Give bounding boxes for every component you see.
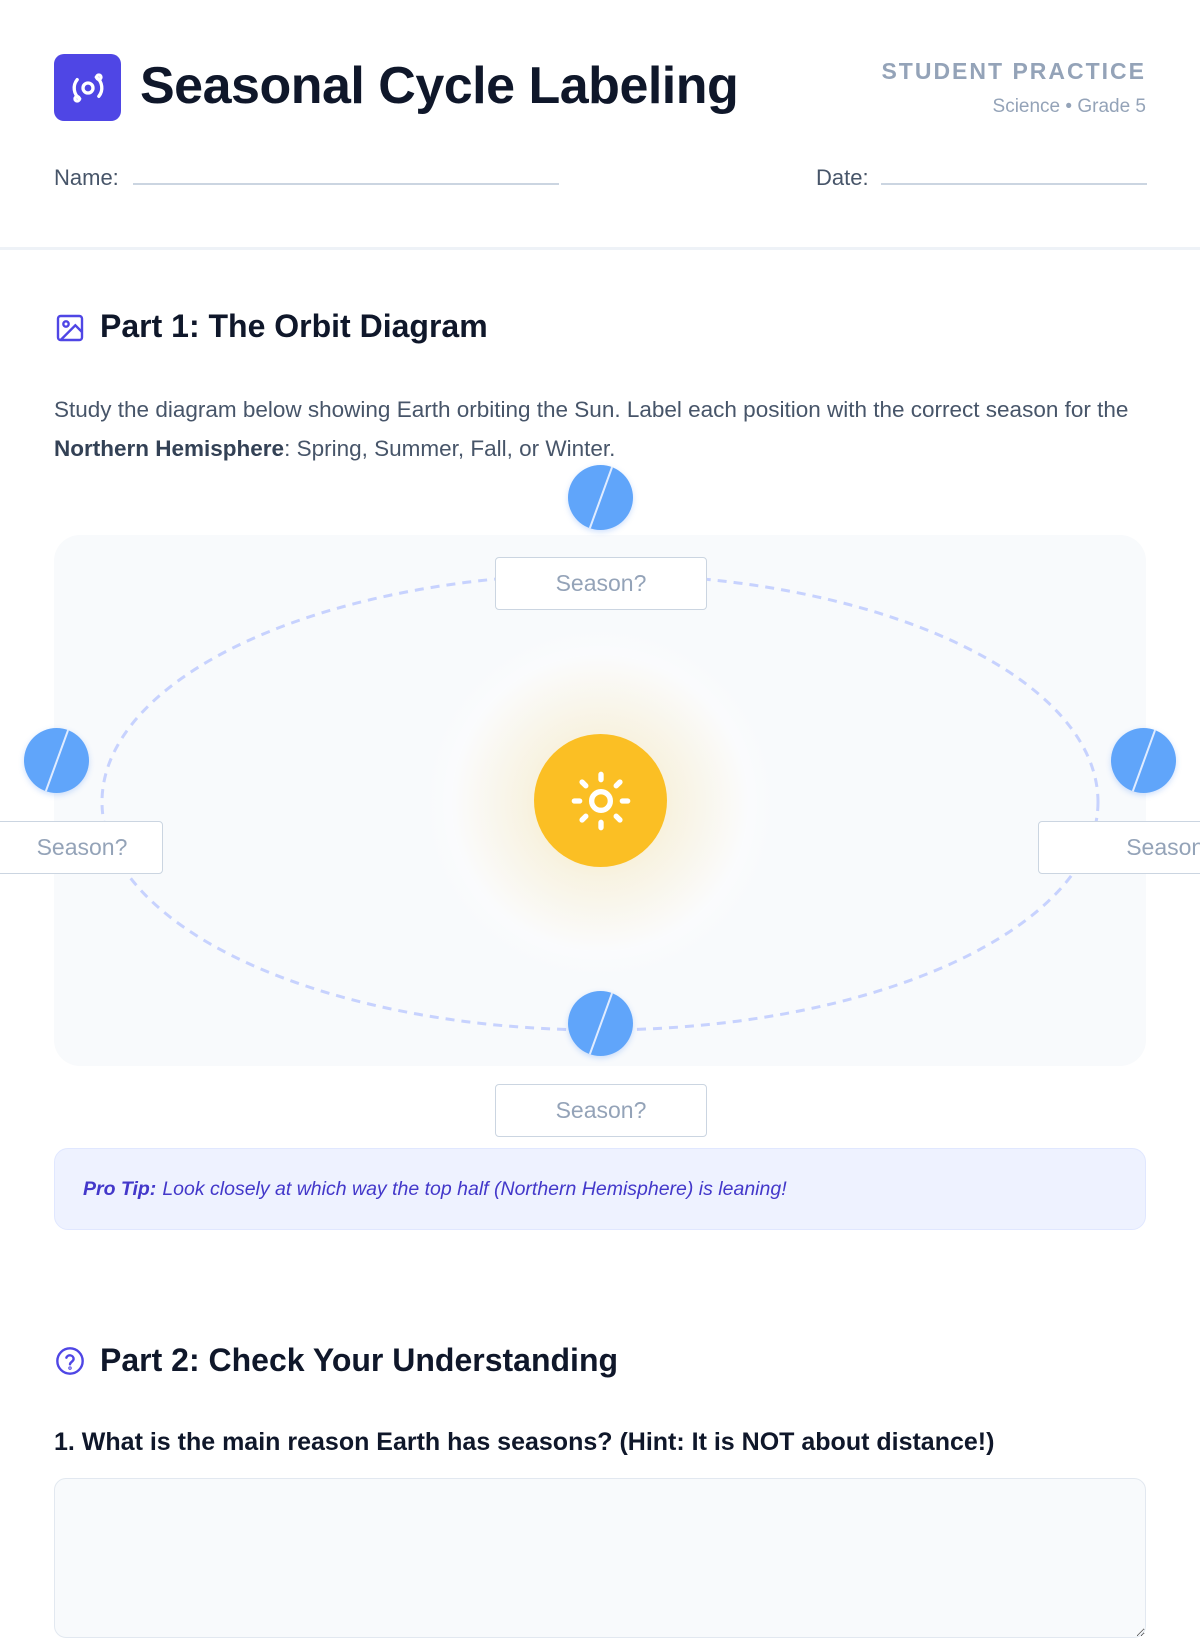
image-icon xyxy=(56,314,84,342)
date-label: Date: xyxy=(816,165,869,190)
season-input-top[interactable] xyxy=(495,557,707,610)
date-field[interactable] xyxy=(881,183,1147,185)
season-input-bottom[interactable] xyxy=(495,1084,707,1137)
sun-icon xyxy=(571,771,630,830)
earth-top xyxy=(568,465,633,530)
sun xyxy=(534,734,667,867)
help-circle-icon xyxy=(56,1347,84,1375)
name-field[interactable] xyxy=(133,183,559,185)
name-label: Name: xyxy=(54,165,119,190)
part1-heading: Part 1: The Orbit Diagram xyxy=(100,308,488,344)
question-1: 1. What is the main reason Earth has sea… xyxy=(54,1428,995,1456)
earth-right xyxy=(1111,728,1176,793)
orbit-icon xyxy=(72,72,103,103)
orbit-path xyxy=(100,572,1100,1032)
part2-heading: Part 2: Check Your Understanding xyxy=(100,1342,619,1378)
season-input-left[interactable] xyxy=(0,821,163,874)
page-title: Seasonal Cycle Labeling xyxy=(140,57,739,115)
season-input-right[interactable] xyxy=(1038,821,1200,874)
answer-1-input[interactable] xyxy=(54,1478,1146,1638)
earth-bottom xyxy=(568,991,633,1056)
worksheet-subject: Science • Grade 5 xyxy=(992,96,1146,117)
pro-tip: Pro Tip:Look closely at which way the to… xyxy=(54,1148,1146,1230)
app-logo xyxy=(54,54,121,121)
worksheet-tag: STUDENT PRACTICE xyxy=(881,58,1146,84)
header-divider xyxy=(0,247,1200,250)
earth-left xyxy=(24,728,89,793)
part1-instructions: Study the diagram below showing Earth or… xyxy=(54,397,1129,461)
